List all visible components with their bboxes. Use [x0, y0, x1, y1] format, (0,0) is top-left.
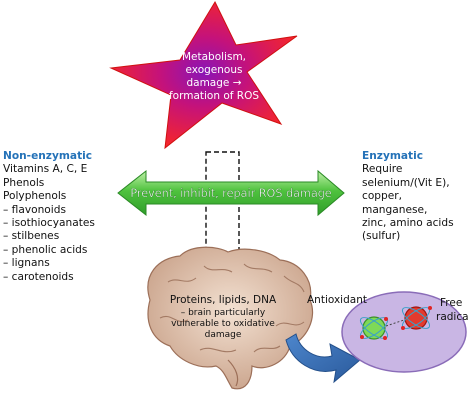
free-radical-label-line-1: Free — [440, 297, 462, 309]
brain-line-1: – brain particularly — [181, 308, 266, 318]
antioxidant-molecule-icon — [359, 316, 389, 340]
non-enzymatic-item: – phenolic acids — [3, 243, 88, 256]
enzymatic-item: (sulfur) — [362, 230, 401, 243]
antioxidant-label: Antioxidant — [307, 294, 367, 306]
electron-transfer-line — [385, 319, 405, 327]
brain-title: Proteins, lipids, DNA — [170, 294, 277, 306]
enzymatic-list: Enzymatic Require selenium/(Vit E), copp… — [362, 150, 454, 244]
brain-illustration — [147, 246, 314, 390]
non-enzymatic-list: Non-enzymatic Vitamins A, C, E Phenols P… — [3, 150, 95, 284]
free-radical-label-line-2: radica — [436, 311, 469, 323]
enzymatic-item: selenium/(Vit E), — [362, 176, 450, 189]
enzymatic-item: Require — [362, 163, 403, 176]
enzymatic-title: Enzymatic — [362, 150, 424, 162]
free-radical-molecule-icon — [401, 306, 432, 330]
enzymatic-item: manganese, — [362, 203, 428, 216]
star-text-line-1: Metabolism, — [182, 51, 246, 63]
star-text-line-4: formation of ROS — [169, 90, 259, 102]
non-enzymatic-item: – carotenoids — [3, 270, 74, 283]
brain-line-2: vulnerable to oxidative — [171, 319, 275, 329]
non-enzymatic-item: Vitamins A, C, E — [3, 163, 88, 176]
double-arrow-icon — [117, 169, 345, 217]
non-enzymatic-item: Polyphenols — [3, 190, 67, 203]
enzymatic-item: copper, — [362, 190, 402, 203]
enzymatic-item: zinc, amino acids — [362, 217, 454, 230]
ros-star — [109, 0, 298, 150]
non-enzymatic-item: – flavonoids — [3, 203, 66, 216]
brain-line-3: damage — [205, 330, 242, 340]
arrow-label: Prevent, inhibit, repair ROS damage — [130, 187, 331, 200]
star-text-line-3: damage → — [186, 77, 241, 89]
star-text-line-2: exogenous — [186, 64, 243, 76]
non-enzymatic-item: Phenols — [3, 176, 45, 189]
non-enzymatic-title: Non-enzymatic — [3, 150, 93, 162]
non-enzymatic-item: – stilbenes — [3, 230, 60, 243]
cell-ellipse — [341, 291, 467, 373]
non-enzymatic-item: – isothiocyanates — [3, 217, 95, 230]
non-enzymatic-item: – lignans — [3, 257, 50, 270]
